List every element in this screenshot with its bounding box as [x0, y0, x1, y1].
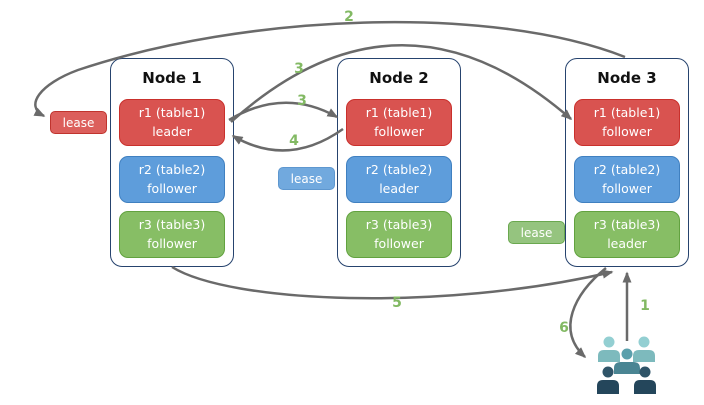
step-label-1: 1	[640, 298, 650, 314]
replica-role: follower	[374, 123, 424, 139]
replica-role: follower	[602, 123, 652, 139]
replica-role: follower	[602, 180, 652, 196]
node-1-replica-r1: r1 (table1) leader	[119, 99, 225, 146]
replica-name: r1 (table1)	[593, 105, 661, 121]
replica-role: follower	[147, 235, 197, 251]
arrow-step-3-node1-to-node2	[228, 101, 339, 122]
replica-name: r3 (table3)	[138, 217, 206, 233]
arrow-step-6-node3-to-client	[569, 267, 607, 359]
node-1-replica-r3: r3 (table3) follower	[119, 211, 225, 258]
replica-name: r2 (table2)	[365, 162, 433, 178]
node-3-title: Node 3	[597, 69, 657, 87]
replica-role: leader	[607, 235, 647, 251]
arrow-step-5-node1-to-node3	[171, 265, 614, 300]
node-2-panel: Node 2 r1 (table1) follower r2 (table2) …	[337, 58, 461, 267]
replica-name: r2 (table2)	[138, 162, 206, 178]
replica-name: r3 (table3)	[365, 217, 433, 233]
node-3-replica-r2: r2 (table2) follower	[574, 156, 680, 203]
node-2-title: Node 2	[369, 69, 429, 87]
replica-role: leader	[379, 180, 419, 196]
node-1-replica-r2: r2 (table2) follower	[119, 156, 225, 203]
node-2-replica-r1: r1 (table1) follower	[346, 99, 452, 146]
replica-name: r1 (table1)	[365, 105, 433, 121]
lease-badge-green: lease	[508, 221, 565, 244]
replica-role: follower	[374, 235, 424, 251]
step-label-2: 2	[344, 9, 354, 25]
node-1-title: Node 1	[142, 69, 202, 87]
clients-icon	[597, 336, 656, 394]
replica-name: r2 (table2)	[593, 162, 661, 178]
replica-role: follower	[147, 180, 197, 196]
step-label-6: 6	[559, 320, 569, 336]
step-label-3-to-node3: 3	[294, 61, 304, 77]
node-2-replica-r2: r2 (table2) leader	[346, 156, 452, 203]
step-label-4: 4	[289, 133, 299, 149]
node-3-replica-r1: r1 (table1) follower	[574, 99, 680, 146]
lease-badge-red: lease	[50, 111, 107, 134]
arrow-step-4-node2-to-node1	[231, 127, 344, 152]
replica-name: r1 (table1)	[138, 105, 206, 121]
step-label-5: 5	[392, 295, 402, 311]
node-2-replica-r3: r3 (table3) follower	[346, 211, 452, 258]
replica-role: leader	[152, 123, 192, 139]
node-3-panel: Node 3 r1 (table1) follower r2 (table2) …	[565, 58, 689, 267]
replica-name: r3 (table3)	[593, 217, 661, 233]
node-3-replica-r3: r3 (table3) leader	[574, 211, 680, 258]
step-label-3-to-node2: 3	[297, 93, 307, 109]
node-1-panel: Node 1 r1 (table1) leader r2 (table2) fo…	[110, 58, 234, 267]
lease-badge-blue: lease	[278, 167, 335, 190]
